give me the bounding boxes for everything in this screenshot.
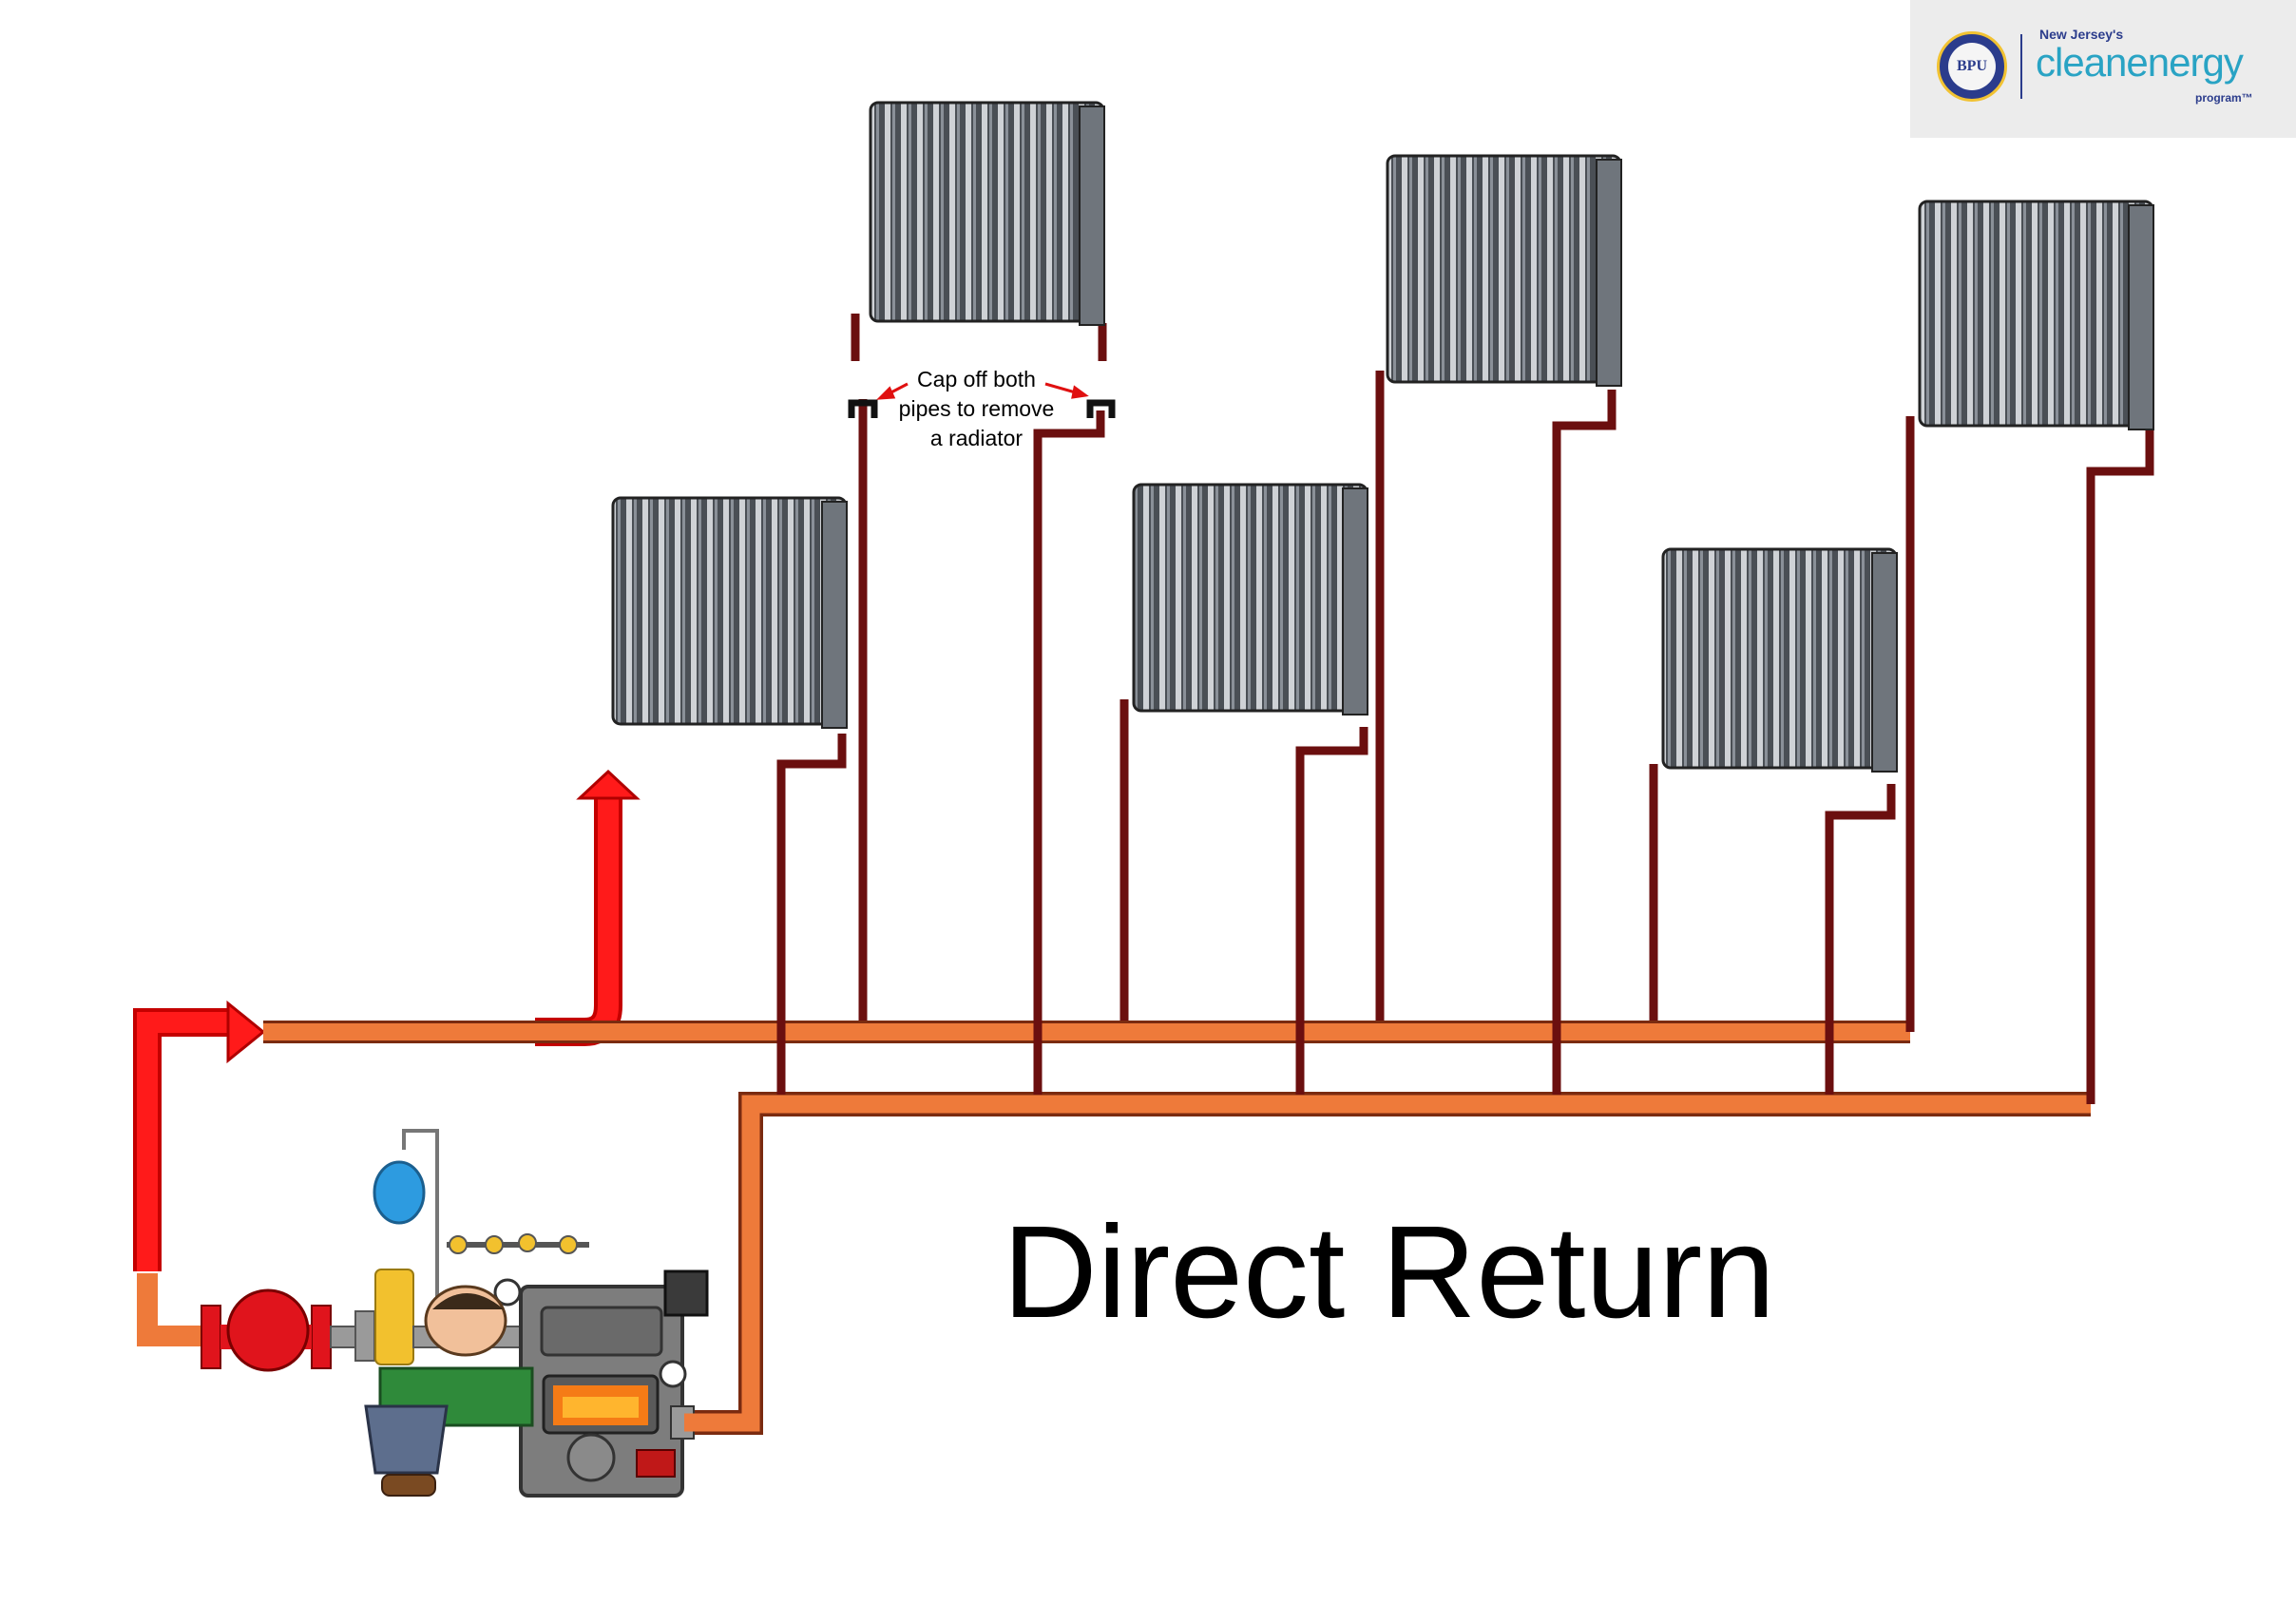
worker-icon [364,1285,534,1497]
expansion-tank-icon [373,1129,439,1321]
annotation-arrows [876,382,1089,400]
annotation-line: Cap off both [917,367,1036,391]
annotation-line: a radiator [929,426,1024,450]
logo-line-2: cleanenergy [2036,40,2244,85]
bpu-seal-icon: BPU [1937,31,2007,102]
radiator-icon [1132,483,1368,716]
supply-main-pipe [137,1021,1910,1346]
supply-risers [851,314,1915,1032]
circulator-pump-icon [201,1288,332,1372]
radiator-icon [869,101,1105,326]
seal-text: BPU [1957,58,1987,74]
radiator-removal-annotation: Cap off both pipes to remove a radiator [855,365,1098,453]
logo-divider [2020,34,2022,99]
valve-train [447,1233,589,1254]
annotation-line: pipes to remove [898,396,1055,421]
slide-title: Direct Return [1003,1199,1775,1345]
radiator-icon [1661,547,1898,773]
clean-energy-logo: BPU New Jersey's cleanenergy program™ [1910,0,2296,138]
radiator-icon [1386,154,1622,387]
supply-branch-arrow [535,769,641,1046]
supply-arrow [133,1000,266,1271]
logo-line-3: program™ [2195,91,2253,105]
radiator-icon [1918,200,2154,430]
radiator-icon [611,496,848,729]
logo-line-1: New Jersey's [2039,27,2124,42]
boiler-icon [493,1269,709,1498]
pipe-cap-icon [848,399,1116,418]
return-risers [776,323,2154,1104]
return-main-pipe [684,1092,2091,1435]
